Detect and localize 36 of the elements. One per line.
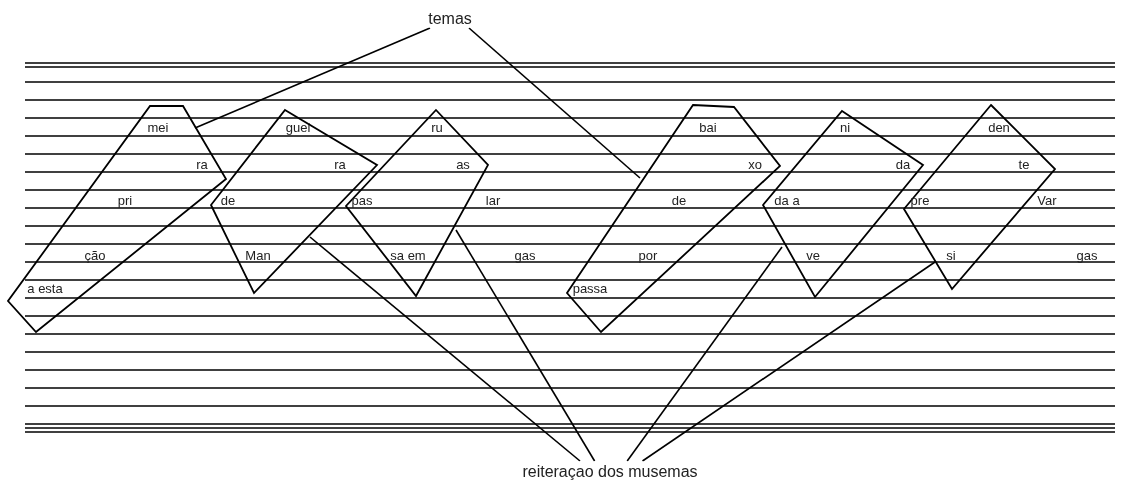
syllable-text: pre: [910, 194, 930, 208]
syllable-text: Man: [245, 249, 271, 263]
syllable-text: lar: [485, 194, 501, 208]
syllable-text: gas: [1076, 249, 1098, 263]
syllable-text: bai: [699, 121, 717, 135]
syllable-text: Var: [1037, 194, 1057, 208]
connector-line: [641, 261, 936, 462]
syllable-text: xo: [748, 158, 762, 172]
syllable-text: da a: [774, 194, 800, 208]
connector-line: [194, 27, 431, 129]
syllable-text: gas: [514, 249, 536, 263]
syllable-text: den: [988, 121, 1010, 135]
connector-line: [468, 27, 641, 179]
syllable-text: de: [220, 194, 236, 208]
connector-line: [455, 229, 596, 462]
syllable-text: por: [638, 249, 658, 263]
syllable-text: de: [671, 194, 687, 208]
syllable-text: ni: [839, 121, 851, 135]
syllable-text: ru: [431, 121, 443, 135]
syllable-text: ve: [806, 249, 820, 263]
syllable-text: pas: [351, 194, 373, 208]
syllable-text: ra: [334, 158, 346, 172]
syllable-text: guei: [285, 121, 311, 135]
syllable-text: mei: [147, 121, 169, 135]
syllable-text: as: [456, 158, 470, 172]
syllable-text: da: [895, 158, 911, 172]
syllable-text: ra: [196, 158, 208, 172]
syllable-text: si: [946, 249, 956, 263]
syllable-text: te: [1018, 158, 1030, 172]
syllable-text: pri: [117, 194, 133, 208]
syllable-text: passa: [572, 282, 608, 296]
syllable-text: a esta: [27, 282, 63, 296]
syllable-text: sa em: [390, 249, 426, 263]
connector-line: [626, 246, 783, 462]
syllable-text: ção: [84, 249, 106, 263]
connector-line: [309, 236, 581, 462]
